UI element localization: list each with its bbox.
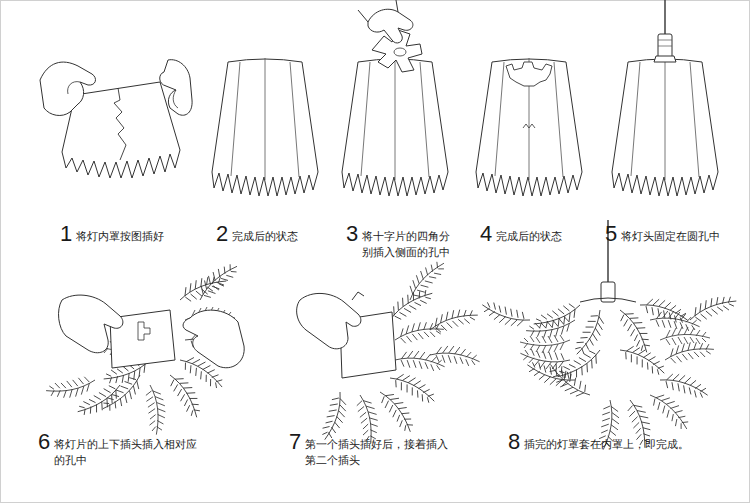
step-number: 5 xyxy=(605,223,617,245)
step-caption: 将灯片的上下插头插入相对应 的孔中 xyxy=(54,437,206,469)
step-number: 6 xyxy=(38,431,50,453)
step-caption: 将十字片的四角分 别插入侧面的孔中 xyxy=(362,229,460,261)
step-number: 7 xyxy=(289,431,301,453)
step-number: 3 xyxy=(346,223,358,245)
step-caption: 完成后的状态 xyxy=(496,229,562,245)
step-number: 1 xyxy=(60,223,72,245)
step-caption: 插完的灯罩套在内罩上，即完成。 xyxy=(524,437,689,453)
step-caption: 将灯内罩按图插好 xyxy=(76,229,164,245)
step-caption: 第一个插头插好后，接着插入 第二个插头 xyxy=(305,437,457,469)
step-caption: 完成后的状态 xyxy=(232,229,298,245)
step-number: 2 xyxy=(216,223,228,245)
step-caption: 将灯头固定在圆孔中 xyxy=(621,229,720,245)
step-number: 4 xyxy=(480,223,492,245)
step-number: 8 xyxy=(508,431,520,453)
